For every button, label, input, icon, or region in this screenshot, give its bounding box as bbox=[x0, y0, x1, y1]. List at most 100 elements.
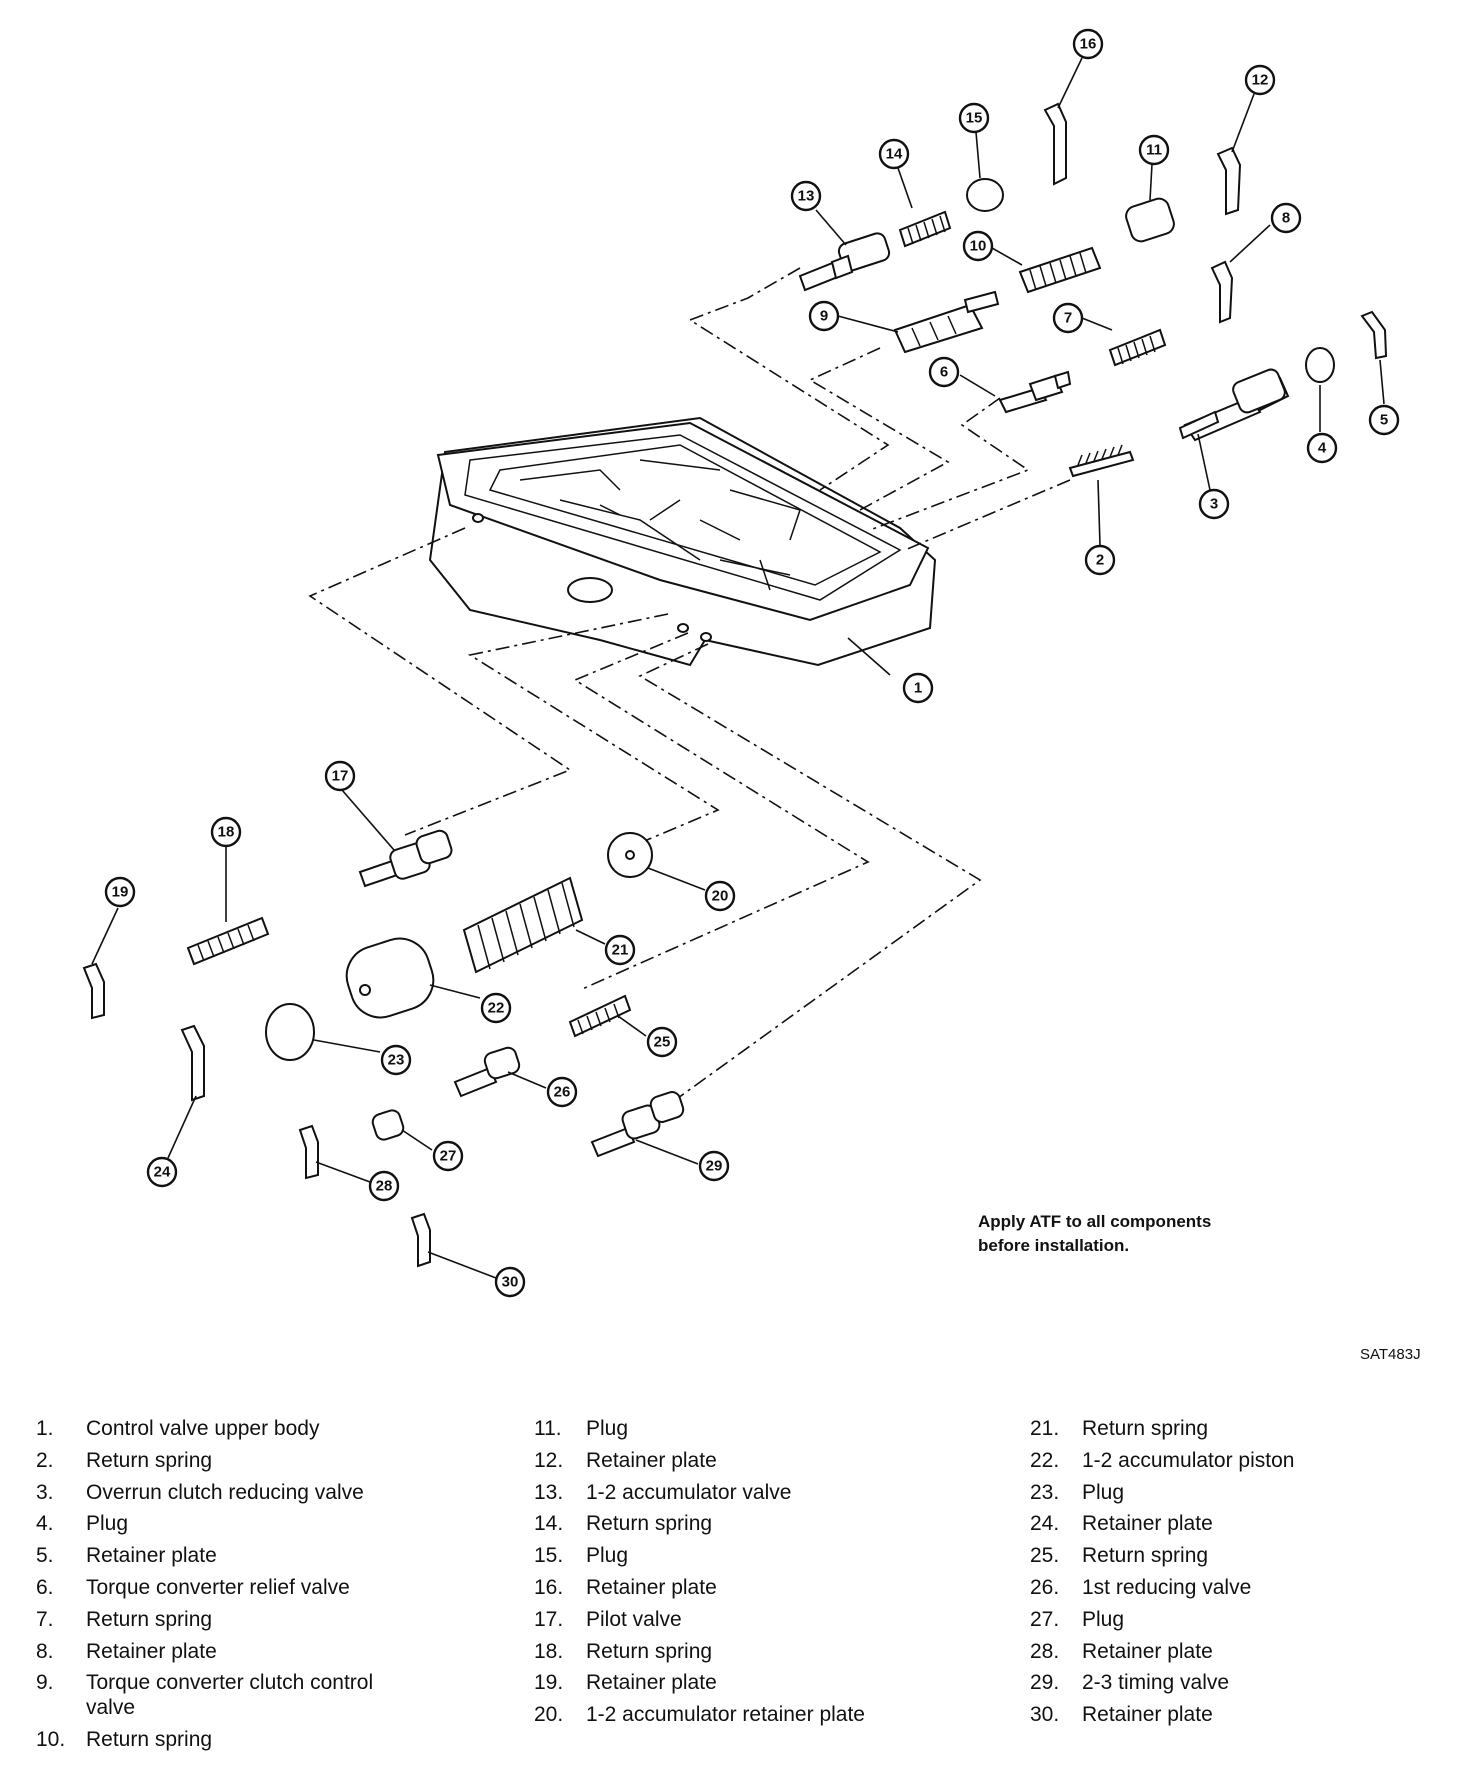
legend-item-number: 22. bbox=[1030, 1448, 1060, 1472]
legend-item: 2. Return spring bbox=[36, 1448, 456, 1473]
callout-15: 15 bbox=[958, 102, 990, 134]
legend-item-text: Control valve upper body bbox=[86, 1417, 320, 1440]
legend-item-number: 30. bbox=[1030, 1703, 1060, 1727]
legend-item-text: Return spring bbox=[86, 1728, 213, 1752]
legend-item-text: Retainer plate bbox=[586, 1575, 717, 1599]
callout-4-label: 4 bbox=[1318, 440, 1327, 457]
callout-30: 30 bbox=[494, 1266, 526, 1298]
callout-27-label: 27 bbox=[440, 1148, 457, 1165]
legend-item: 23.Plug bbox=[1030, 1480, 1430, 1505]
legend-item-text: 2-3 timing valve bbox=[1082, 1671, 1230, 1695]
legend-item-text: Plug bbox=[1082, 1607, 1125, 1631]
legend-item-text: Retainer plate bbox=[1082, 1639, 1213, 1663]
legend-item-number: 13. bbox=[534, 1480, 564, 1504]
callout-25-label: 25 bbox=[654, 1034, 671, 1051]
callout-16-label: 16 bbox=[1080, 36, 1097, 53]
callout-17-label: 17 bbox=[332, 768, 349, 785]
legend-item: 7.Return spring bbox=[36, 1607, 456, 1632]
callout-12: 12 bbox=[1244, 64, 1276, 96]
callout-15-label: 15 bbox=[966, 110, 983, 127]
control-valve-upper-body bbox=[428, 416, 937, 667]
callout-24-label: 24 bbox=[154, 1164, 171, 1181]
lower-parts bbox=[82, 829, 685, 1268]
callout-22-label: 22 bbox=[488, 1000, 505, 1017]
callout-20-label: 20 bbox=[712, 888, 729, 905]
legend-item: 10. Return spring bbox=[36, 1727, 456, 1752]
legend-item-number: 16. bbox=[534, 1575, 564, 1599]
legend-item: 27.Plug bbox=[1030, 1607, 1430, 1632]
legend-column-1: 1. Control valve upper body 2. Return sprin… bbox=[36, 1416, 456, 1759]
callout-24: 24 bbox=[146, 1156, 178, 1188]
legend-item-text: Plug bbox=[586, 1417, 629, 1440]
callout-1-label: 1 bbox=[914, 680, 922, 697]
legend-item-number: 3. bbox=[36, 1480, 54, 1504]
atf-note-line-2: before installation. bbox=[978, 1236, 1130, 1255]
callout-23-label: 23 bbox=[388, 1052, 405, 1069]
legend-item-number: 24. bbox=[1030, 1512, 1060, 1536]
legend-item-number: 6. bbox=[36, 1575, 54, 1599]
legend-item: 15.Plug bbox=[534, 1543, 964, 1568]
callout-29: 29 bbox=[698, 1150, 730, 1182]
legend-item-number: 4. bbox=[36, 1512, 54, 1536]
exploded-view-diagram: 1 2 3 4 5 6 7 8 9 10 11 12 13 14 15 16 1… bbox=[82, 28, 1400, 1298]
legend-item: 3. Overrun clutch reducing valve bbox=[36, 1480, 456, 1505]
upper-parts bbox=[798, 102, 1388, 478]
callout-28: 28 bbox=[368, 1170, 400, 1202]
legend-item-number: 19. bbox=[534, 1671, 564, 1695]
callout-10: 10 bbox=[962, 230, 994, 262]
callout-12-label: 12 bbox=[1252, 72, 1269, 89]
legend-item-number: 10. bbox=[36, 1728, 66, 1752]
legend-item: 17.Pilot valve bbox=[534, 1607, 964, 1632]
legend-item-number: 1. bbox=[36, 1417, 54, 1440]
callout-1: 1 bbox=[902, 672, 934, 704]
legend-item-number: 25. bbox=[1030, 1544, 1060, 1568]
legend-item: 24. Retainer plate bbox=[1030, 1511, 1430, 1536]
leader-lines bbox=[91, 57, 1385, 1279]
callout-7: 7 bbox=[1052, 302, 1084, 334]
legend-item-number: 21. bbox=[1030, 1417, 1060, 1440]
legend-item-number: 9. bbox=[36, 1671, 54, 1695]
callout-2-label: 2 bbox=[1096, 552, 1104, 569]
callout-27: 27 bbox=[432, 1140, 464, 1172]
legend-item: 28.Retainer plate bbox=[1030, 1639, 1430, 1664]
callout-5: 5 bbox=[1368, 404, 1400, 436]
legend-item: 30.Retainer plate bbox=[1030, 1702, 1430, 1727]
legend-item: 9. Torque converter clutch control valve bbox=[36, 1670, 456, 1720]
legend-item: 19.Retainer plate bbox=[534, 1670, 964, 1695]
legend-item-number: 14. bbox=[534, 1512, 564, 1536]
callout-8: 8 bbox=[1270, 202, 1302, 234]
legend-item-text: Return spring bbox=[1082, 1544, 1209, 1568]
legend-item-text: 1-2 accumulator piston bbox=[1082, 1448, 1295, 1472]
callout-6-label: 6 bbox=[940, 364, 948, 381]
callout-26-label: 26 bbox=[554, 1084, 571, 1101]
legend-item-text: Torque converter clutch control valve bbox=[86, 1671, 374, 1720]
legend-item-text: Return spring bbox=[86, 1448, 213, 1472]
legend-item: 4.Plug bbox=[36, 1511, 456, 1536]
callout-11-label: 11 bbox=[1146, 142, 1162, 159]
legend-item-text: Plug bbox=[586, 1544, 629, 1568]
legend-item-text: Retainer plate bbox=[86, 1544, 217, 1568]
legend-item-text: Overrun clutch reducing valve bbox=[86, 1480, 364, 1504]
callout-6: 6 bbox=[928, 356, 960, 388]
callout-28-label: 28 bbox=[376, 1178, 393, 1195]
legend-item-text: Return spring bbox=[86, 1607, 213, 1631]
legend-item-number: 17. bbox=[534, 1607, 564, 1631]
assembly-lines bbox=[308, 267, 1071, 1099]
callout-16: 16 bbox=[1072, 28, 1104, 60]
legend-item-text: Retainer plate bbox=[1082, 1512, 1213, 1536]
legend-item-number: 2. bbox=[36, 1448, 54, 1472]
legend-item: 16. Retainer plate bbox=[534, 1575, 964, 1600]
callout-9: 9 bbox=[808, 300, 840, 332]
legend-item-number: 20. bbox=[534, 1703, 564, 1727]
legend-item: 5.Retainer plate bbox=[36, 1543, 456, 1568]
legend-item-text: 1st reducing valve bbox=[1082, 1575, 1252, 1599]
legend-item: 26. 1st reducing valve bbox=[1030, 1575, 1430, 1600]
legend-item: 21.Return spring bbox=[1030, 1416, 1430, 1441]
legend-item-text: 1-2 accumulator valve bbox=[586, 1480, 792, 1504]
legend-item-number: 26. bbox=[1030, 1575, 1060, 1599]
callout-9-label: 9 bbox=[820, 308, 828, 325]
callout-10-label: 10 bbox=[970, 238, 987, 255]
legend-item: 22. 1-2 accumulator piston bbox=[1030, 1448, 1430, 1473]
